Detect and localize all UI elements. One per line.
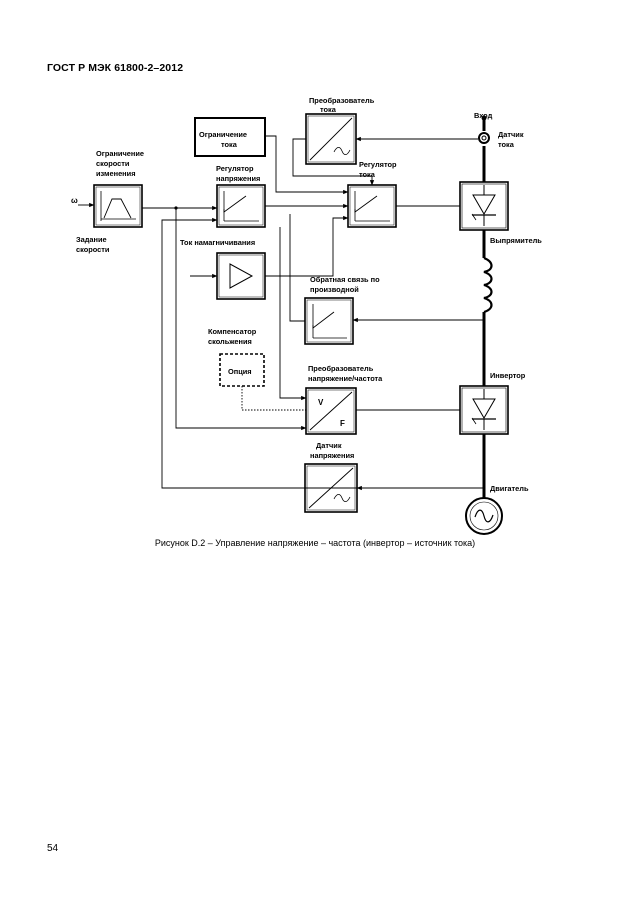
junction-dot xyxy=(174,206,178,210)
label-derivative-fb-2: производной xyxy=(310,285,359,294)
label-slip-comp-2: скольжения xyxy=(208,337,252,346)
label-speed-set-1: Задание xyxy=(76,235,107,244)
label-rate-limit-3: изменения xyxy=(96,169,136,178)
label-omega: ω xyxy=(71,196,78,205)
label-current-reg-2: тока xyxy=(359,170,376,179)
label-current-limit-2: тока xyxy=(221,140,238,149)
input-terminal xyxy=(481,115,487,121)
label-rectifier: Выпрямитель xyxy=(490,236,542,245)
inductor-icon xyxy=(483,256,493,314)
magnetizing-amplifier-block xyxy=(216,252,266,300)
label-voltage-reg-1: Регулятор xyxy=(216,164,254,173)
inverter-block xyxy=(459,385,509,435)
label-option: Опция xyxy=(228,367,252,376)
label-converter-current-1: Преобразователь xyxy=(309,96,375,105)
label-current-limit-1: Ограничение xyxy=(199,130,247,139)
figure-caption: Рисунок D.2 – Управление напряжение – ча… xyxy=(154,538,476,548)
label-magnetizing-current: Ток намагничивания xyxy=(180,238,255,247)
label-inverter: Инвертор xyxy=(490,371,526,380)
label-voltage-sensor-1: Датчик xyxy=(316,441,342,450)
slip-compensator-option xyxy=(219,353,265,387)
current-regulator-block xyxy=(347,184,397,228)
rectifier-block xyxy=(459,181,509,231)
label-voltage-sensor-2: напряжения xyxy=(310,451,354,460)
label-current-sensor-1: Датчик xyxy=(498,130,524,139)
label-converter-current-2: тока xyxy=(320,105,337,114)
derivative-feedback-block xyxy=(304,297,354,345)
label-vf-converter-1: Преобразователь xyxy=(308,364,374,373)
label-rate-limit-1: Ограничение xyxy=(96,149,144,158)
label-speed-set-2: скорости xyxy=(76,245,110,254)
label-v: V xyxy=(318,398,324,407)
voltage-regulator-block xyxy=(216,184,266,228)
current-limit-block xyxy=(194,117,266,157)
label-current-sensor-2: тока xyxy=(498,140,515,149)
signal-wires xyxy=(78,135,484,491)
label-rate-limit-2: скорости xyxy=(96,159,130,168)
current-converter-block xyxy=(305,113,357,165)
label-voltage-reg-2: напряжения xyxy=(216,174,260,183)
label-current-reg-1: Регулятор xyxy=(359,160,397,169)
label-vf-converter-2: напряжение/частота xyxy=(308,374,383,383)
vf-converter-block xyxy=(305,387,357,435)
label-motor: Двигатель xyxy=(490,484,529,493)
rate-limit-block xyxy=(93,184,143,228)
label-input: Вход xyxy=(474,111,493,120)
current-sensor-ring xyxy=(478,132,490,144)
diagram-labels: Преобразователь тока Вход Датчик тока Ог… xyxy=(71,96,542,493)
label-slip-comp-1: Компенсатор xyxy=(208,327,257,336)
motor-icon xyxy=(465,497,503,535)
label-f: F xyxy=(340,419,345,428)
page-number: 54 xyxy=(47,843,59,854)
label-derivative-fb-1: Обратная связь по xyxy=(310,275,380,284)
page-header: ГОСТ Р МЭК 61800-2–2012 xyxy=(47,62,184,74)
